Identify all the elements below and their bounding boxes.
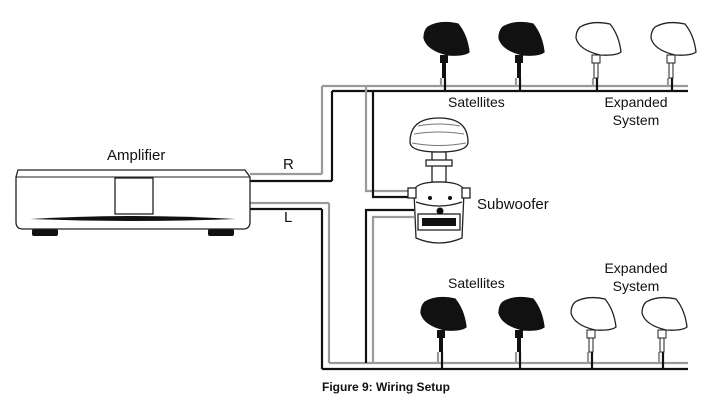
- figure-caption: Figure 9: Wiring Setup: [322, 380, 450, 394]
- sub-tap-bottom-dark: [364, 208, 414, 363]
- speaker-satellite-bottom-1: [420, 296, 467, 352]
- speaker-icon: [498, 296, 545, 331]
- expanded-top-line1: Expanded: [604, 94, 667, 110]
- speaker-satellite-top-1: [423, 21, 470, 78]
- satellites-bottom-label: Satellites: [448, 275, 505, 291]
- amplifier-foot-left: [32, 229, 58, 236]
- speaker-expanded-bottom-1: [570, 296, 617, 353]
- amplifier-front-groove: [30, 216, 236, 221]
- speaker-expanded-top-2: [650, 21, 697, 79]
- speaker-icon: [420, 296, 467, 331]
- subwoofer-stem: [431, 151, 447, 183]
- subwoofer: [407, 117, 471, 244]
- expanded-bottom-line1: Expanded: [604, 260, 667, 276]
- subwoofer-cap: [409, 117, 469, 153]
- speaker-expanded-top-1: [575, 21, 622, 79]
- amplifier-foot-right: [208, 229, 234, 236]
- sub-tap-top-gray: [364, 86, 414, 193]
- sub-tap-bottom-gray: [371, 215, 414, 363]
- speakers-bottom: [420, 296, 688, 353]
- expanded-bottom-line2: System: [613, 278, 660, 294]
- speaker-icon: [423, 21, 470, 56]
- speaker-satellite-bottom-2: [498, 296, 545, 352]
- amplifier-display: [114, 177, 154, 215]
- speaker-icon: [570, 296, 617, 331]
- speaker-icon: [575, 21, 622, 56]
- satellites-top-label: Satellites: [448, 94, 505, 110]
- speaker-icon: [498, 21, 545, 56]
- subwoofer-label: Subwoofer: [477, 196, 549, 213]
- sub-tap-top-dark: [371, 91, 414, 199]
- wires: [250, 78, 688, 371]
- speakers-top: [423, 21, 697, 79]
- expanded-top-line2: System: [613, 112, 660, 128]
- speaker-satellite-top-2: [498, 21, 545, 78]
- speaker-expanded-bottom-2: [641, 296, 688, 353]
- speaker-icon: [650, 21, 697, 56]
- left-channel-label: L: [284, 209, 292, 226]
- amplifier-label: Amplifier: [107, 147, 165, 164]
- amplifier: [15, 169, 251, 236]
- speaker-icon: [641, 296, 688, 331]
- right-channel-label: R: [283, 156, 294, 173]
